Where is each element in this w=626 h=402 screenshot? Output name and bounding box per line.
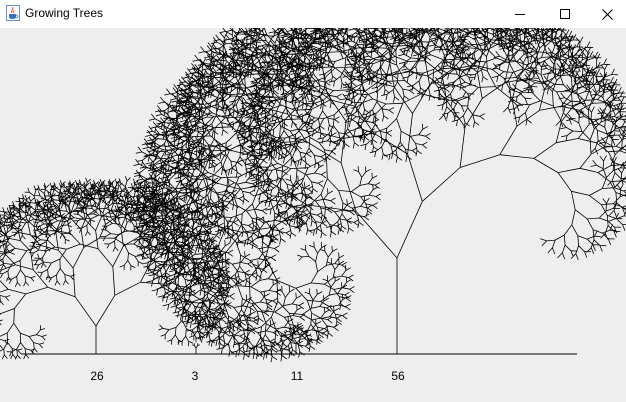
drawing-canvas: 26 3 11 56	[0, 28, 626, 402]
tree-label-3: 3	[191, 369, 199, 383]
window-title: Growing Trees	[25, 6, 104, 20]
tree-56	[131, 28, 626, 363]
tree-label-56: 56	[391, 369, 405, 383]
tree-label-26: 26	[90, 369, 104, 383]
tree-branches	[131, 28, 626, 363]
tree-3	[192, 343, 200, 354]
tree-11	[279, 327, 313, 354]
title-bar: Growing Trees	[0, 0, 626, 28]
java-cup-icon	[6, 5, 20, 21]
close-button[interactable]	[588, 0, 626, 28]
trees-drawing	[0, 28, 626, 363]
close-icon	[601, 8, 613, 20]
minimize-icon	[515, 14, 525, 15]
tree-branches	[192, 343, 200, 354]
minimize-button[interactable]	[497, 0, 543, 28]
maximize-icon	[560, 9, 570, 19]
tree-branches	[279, 327, 313, 354]
tree-label-11: 11	[290, 369, 304, 383]
maximize-button[interactable]	[542, 0, 588, 28]
